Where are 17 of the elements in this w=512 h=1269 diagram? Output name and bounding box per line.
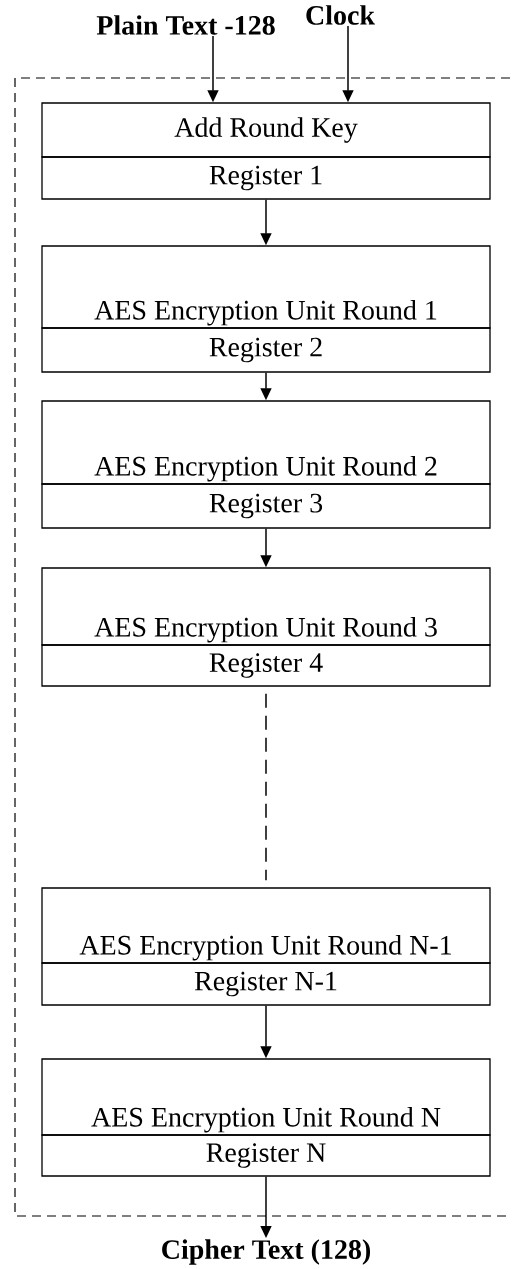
register-box: Register N <box>41 1134 491 1177</box>
register-box: Register 3 <box>41 483 491 529</box>
encryption-unit-box: AES Encryption Unit Round N <box>41 1058 491 1136</box>
register-box: Register 1 <box>41 156 491 200</box>
io-label: Cipher Text (128) <box>162 1239 370 1265</box>
register-box: Register 2 <box>41 327 491 373</box>
register-box: Register 4 <box>41 644 491 687</box>
dashed-frame <box>14 77 511 1217</box>
io-label: Plain Text -128 <box>96 15 275 35</box>
dashed-line <box>265 692 267 882</box>
register-box: Register N-1 <box>41 962 491 1006</box>
io-label: Clock <box>306 5 375 25</box>
encryption-unit-box: AES Encryption Unit Round 1 <box>41 245 491 329</box>
encryption-unit-box: AES Encryption Unit Round N-1 <box>41 887 491 964</box>
encryption-unit-box: AES Encryption Unit Round 2 <box>41 400 491 485</box>
round-key-box: Add Round Key <box>41 102 491 158</box>
encryption-unit-box: AES Encryption Unit Round 3 <box>41 567 491 646</box>
